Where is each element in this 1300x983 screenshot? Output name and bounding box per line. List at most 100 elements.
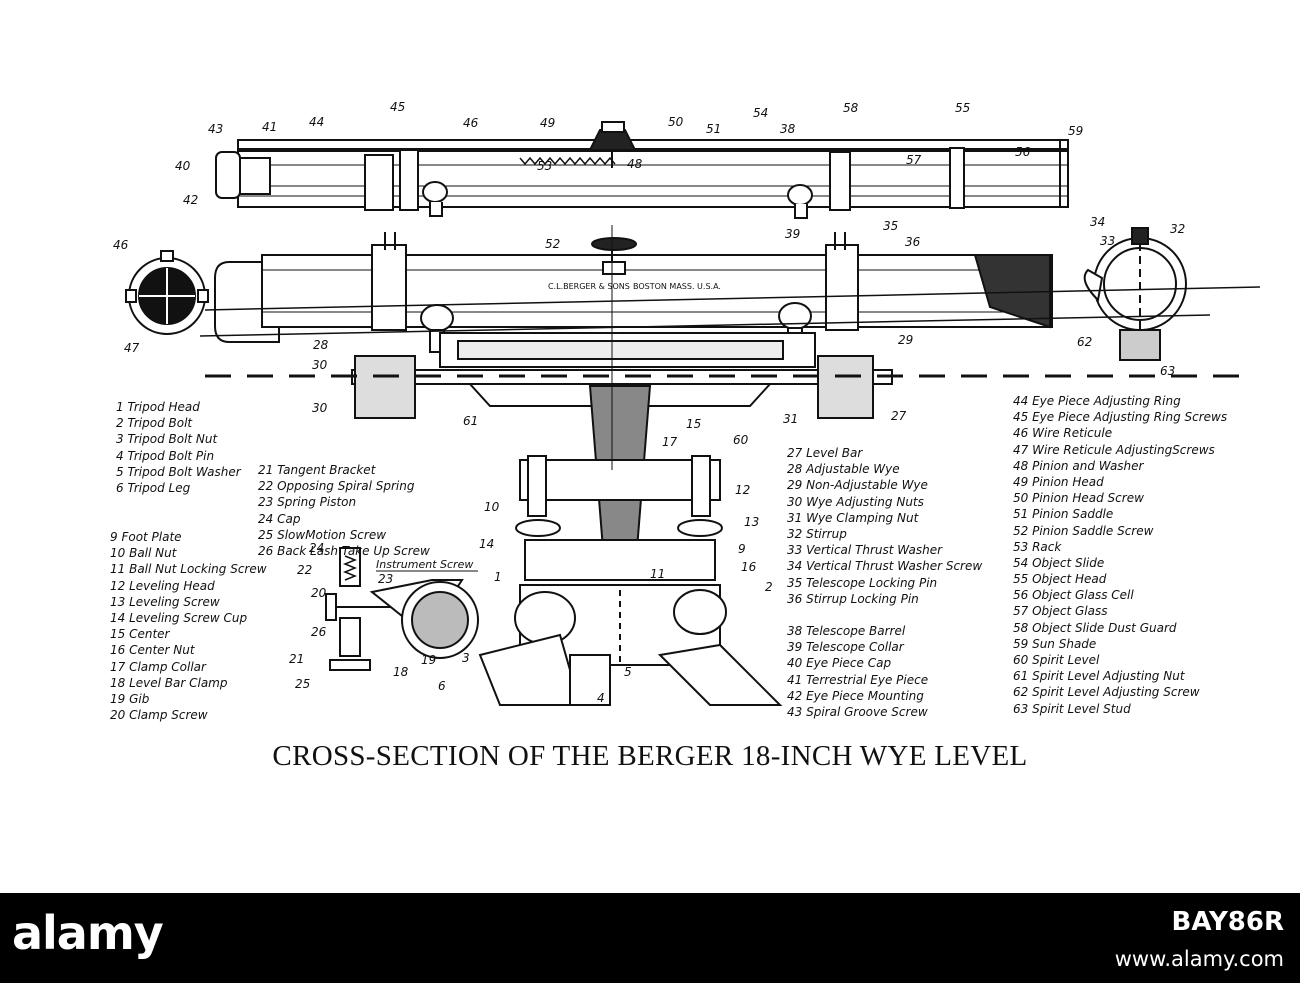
legend-item: 18 Level Bar Clamp xyxy=(110,675,228,690)
upper-telescope-section xyxy=(215,121,1069,219)
callout-15: 15 xyxy=(686,417,701,431)
callout-5: 5 xyxy=(624,665,632,679)
callout-40: 40 xyxy=(175,159,191,173)
maker-engraving: C.L.BERGER & SONS xyxy=(548,282,630,291)
callout-6: 6 xyxy=(438,679,446,693)
legend-item: 28 Adjustable Wye xyxy=(787,462,900,477)
diagram-title: CROSS-SECTION OF THE BERGER 18-INCH WYE … xyxy=(272,740,1028,772)
callout-28: 28 xyxy=(313,338,329,352)
callout-46: 46 xyxy=(463,116,479,130)
callout-13: 13 xyxy=(744,515,759,529)
callout-11: 11 xyxy=(650,567,665,581)
callout-44: 44 xyxy=(309,115,324,129)
callout-20: 20 xyxy=(311,586,327,600)
watermark-image-id: BAY86R xyxy=(1171,907,1284,937)
legend-item: 16 Center Nut xyxy=(110,643,195,658)
legend-item: 52 Pinion Saddle Screw xyxy=(1013,523,1154,538)
legend-item: 50 Pinion Head Screw xyxy=(1013,491,1144,506)
callout-45: 45 xyxy=(390,100,405,114)
legend-item: 24 Cap xyxy=(258,511,301,526)
callout-32: 32 xyxy=(1170,222,1185,236)
legend-item: 10 Ball Nut xyxy=(110,546,177,561)
legend-item: 30 Wye Adjusting Nuts xyxy=(787,494,924,509)
legend-item: 19 Gib xyxy=(110,691,150,706)
callout-35: 35 xyxy=(883,219,898,233)
callout-53: 53 xyxy=(537,159,552,173)
legend-item: 33 Vertical Thrust Washer xyxy=(787,543,943,558)
legend-item: 9 Foot Plate xyxy=(110,530,182,544)
watermark-brand: alamy xyxy=(12,906,164,960)
legend-item: 42 Eye Piece Mounting xyxy=(787,688,924,703)
legend-item: 27 Level Bar xyxy=(787,446,863,460)
callout-46: 46 xyxy=(113,238,129,252)
callout-39: 39 xyxy=(785,227,800,241)
callout-49: 49 xyxy=(540,116,555,130)
legend-item: 39 Telescope Collar xyxy=(787,640,904,655)
legend-item: 56 Object Glass Cell xyxy=(1013,588,1134,603)
legend-item: 12 Leveling Head xyxy=(110,578,215,593)
legend-item: 4 Tripod Bolt Pin xyxy=(116,448,215,463)
callout-1: 1 xyxy=(494,570,502,584)
legend-item: 60 Spirit Level xyxy=(1013,653,1100,667)
callout-31: 31 xyxy=(783,412,798,426)
legend-item: 62 Spirit Level Adjusting Screw xyxy=(1013,685,1200,700)
callout-22: 22 xyxy=(297,563,312,577)
legend-item: 55 Object Head xyxy=(1013,572,1107,587)
legend-item: 14 Leveling Screw Cup xyxy=(110,610,248,625)
legend-item: 53 Rack xyxy=(1013,539,1062,554)
callout-21: 21 xyxy=(289,652,304,666)
legend-item: 51 Pinion Saddle xyxy=(1013,507,1114,522)
legend-item: 63 Spirit Level Stud xyxy=(1013,701,1131,716)
level-bar xyxy=(351,332,893,419)
callout-2: 2 xyxy=(765,580,773,594)
callout-23: 23 xyxy=(378,572,393,586)
legend-item: 34 Vertical Thrust Washer Screw xyxy=(787,559,983,574)
lower-telescope xyxy=(214,232,1053,353)
legend-item: 11 Ball Nut Locking Screw xyxy=(110,562,267,577)
callout-55: 55 xyxy=(955,101,970,115)
legend-item: 54 Object Slide xyxy=(1013,555,1105,570)
legend-item: 1 Tripod Head xyxy=(116,400,200,414)
legend-item: 44 Eye Piece Adjusting Ring xyxy=(1013,394,1181,408)
callout-41: 41 xyxy=(262,120,277,134)
place-engraving: BOSTON MASS. U.S.A. xyxy=(633,282,721,291)
callout-34: 34 xyxy=(1090,215,1105,229)
callout-59: 59 xyxy=(1068,124,1083,138)
legend-item: 38 Telescope Barrel xyxy=(787,624,906,638)
stirrup-end-view xyxy=(1083,227,1187,361)
watermark-bar xyxy=(0,893,1300,983)
legend-item: 41 Terrestrial Eye Piece xyxy=(787,672,929,687)
center-spindle xyxy=(515,385,723,581)
legend-item: 43 Spiral Groove Screw xyxy=(787,704,928,719)
callout-10: 10 xyxy=(484,500,500,514)
legend-item: 17 Clamp Collar xyxy=(110,659,206,674)
legend-item: 32 Stirrup xyxy=(787,526,847,541)
callout-29: 29 xyxy=(898,333,913,347)
callout-48: 48 xyxy=(627,157,643,171)
legend-item: 13 Leveling Screw xyxy=(110,594,220,609)
legend-item: 2 Tripod Bolt xyxy=(116,416,193,431)
callout-3: 3 xyxy=(462,651,470,665)
legend-item: 3 Tripod Bolt Nut xyxy=(116,432,218,447)
legend-item: 35 Telescope Locking Pin xyxy=(787,575,938,590)
callout-16: 16 xyxy=(741,560,757,574)
callout-14: 14 xyxy=(479,537,494,551)
callout-33: 33 xyxy=(1100,234,1115,248)
legend-item: 20 Clamp Screw xyxy=(110,708,208,723)
watermark-url: www.alamy.com xyxy=(1114,947,1284,971)
callout-52: 52 xyxy=(545,237,560,251)
callout-19: 19 xyxy=(421,653,436,667)
reticule-end-view xyxy=(125,250,209,335)
legend-item: 59 Sun Shade xyxy=(1013,636,1097,651)
legend-item: 57 Object Glass xyxy=(1013,604,1108,619)
callout-57: 57 xyxy=(906,153,922,167)
callout-12: 12 xyxy=(735,483,750,497)
callout-42: 42 xyxy=(183,193,198,207)
callout-62: 62 xyxy=(1077,335,1092,349)
tripod-head xyxy=(478,584,783,706)
